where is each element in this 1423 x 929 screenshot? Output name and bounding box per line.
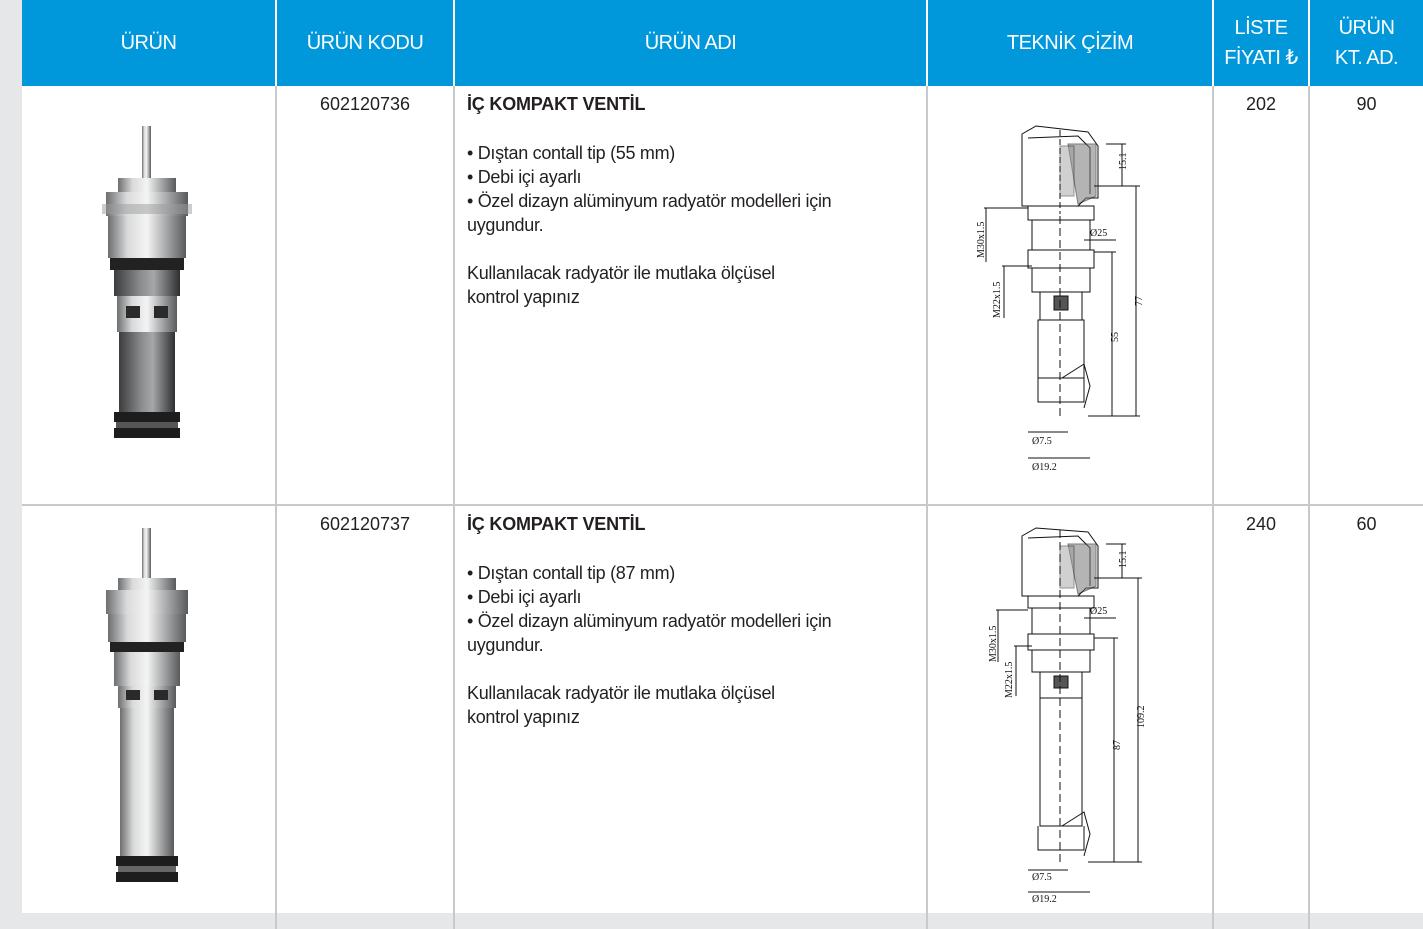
header-price: LİSTE FİYATI ₺ [1213, 0, 1310, 86]
dim-thread1: M30x1.5 [988, 626, 999, 662]
feature-line: • Özel dizayn alüminyum radyatör modelle… [467, 611, 832, 655]
product-name-cell: İÇ KOMPAKT VENTİL • Dıştan contall tip (… [454, 505, 928, 929]
header-drawing: TEKNİK ÇİZİM [927, 0, 1214, 86]
header-price-line1: LİSTE [1234, 17, 1288, 39]
header-price-line2: FİYATI ₺ [1224, 47, 1298, 69]
valve-photo [106, 528, 188, 882]
technical-drawing-cell: 15.1 77 55 Ø25 M30x1.5 [927, 86, 1214, 506]
dim-d75: Ø7.5 [1032, 436, 1052, 447]
dim-len2: 77 [1134, 296, 1145, 306]
header-qty-line2: KT. AD. [1334, 47, 1399, 69]
dim-len2: 109.2 [1136, 706, 1147, 729]
technical-drawing: 15.1 109.2 87 Ø25 M30x1.5 [988, 527, 1147, 905]
table-row: 602120737 İÇ KOMPAKT VENTİL • Dıştan con… [22, 505, 1423, 929]
product-code: 602120737 [319, 514, 411, 534]
dim-thread2: M22x1.5 [992, 282, 1003, 318]
catalog-sheet: ÜRÜN ÜRÜN KODU ÜRÜN ADI TEKNİK ÇİZİM LİS… [22, 0, 1423, 929]
product-photo-cell [22, 86, 277, 506]
list-price: 240 [1245, 514, 1277, 534]
dim-thread1: M30x1.5 [976, 222, 987, 258]
list-price: 202 [1245, 94, 1277, 114]
product-table: ÜRÜN ÜRÜN KODU ÜRÜN ADI TEKNİK ÇİZİM LİS… [22, 0, 1423, 929]
dim-d25: Ø25 [1090, 606, 1107, 617]
header-name: ÜRÜN ADI [454, 0, 928, 86]
box-quantity: 60 [1356, 514, 1377, 534]
product-name: İÇ KOMPAKT VENTİL [467, 94, 646, 114]
dim-d192: Ø19.2 [1032, 462, 1057, 473]
price-cell: 202 [1213, 86, 1310, 506]
dim-top: 15.1 [1118, 551, 1129, 569]
feature-line: • Dıştan contall tip (87 mm) [467, 563, 675, 583]
header-product: ÜRÜN [22, 0, 277, 86]
box-quantity: 90 [1356, 94, 1377, 114]
header-qty-line1: ÜRÜN [1338, 17, 1395, 39]
qty-cell: 90 [1309, 86, 1423, 506]
dim-d75: Ø7.5 [1032, 872, 1052, 883]
feature-line: • Özel dizayn alüminyum radyatör modelle… [467, 191, 832, 235]
dim-len1: 55 [1110, 332, 1121, 342]
technical-drawing-cell: 15.1 109.2 87 Ø25 M30x1.5 [927, 505, 1214, 929]
dim-d25: Ø25 [1090, 228, 1107, 239]
qty-cell: 60 [1309, 505, 1423, 929]
header-qty: ÜRÜN KT. AD. [1309, 0, 1423, 86]
dim-len1: 87 [1112, 740, 1123, 750]
dim-thread2: M22x1.5 [1004, 662, 1015, 698]
product-code: 602120736 [319, 94, 411, 114]
dim-d192: Ø19.2 [1032, 894, 1057, 905]
valve-photo [102, 126, 192, 438]
product-photo-cell [22, 505, 277, 929]
product-code-cell: 602120737 [276, 505, 455, 929]
price-cell: 240 [1213, 505, 1310, 929]
table-header-row: ÜRÜN ÜRÜN KODU ÜRÜN ADI TEKNİK ÇİZİM LİS… [22, 0, 1423, 86]
technical-drawing: 15.1 77 55 Ø25 M30x1.5 [976, 125, 1145, 473]
product-code-cell: 602120736 [276, 86, 455, 506]
table-row: 602120736 İÇ KOMPAKT VENTİL • Dıştan con… [22, 86, 1423, 506]
feature-line: • Debi içi ayarlı [467, 587, 582, 607]
product-name-cell: İÇ KOMPAKT VENTİL • Dıştan contall tip (… [454, 86, 928, 506]
product-note: Kullanılacak radyatör ile mutlaka ölçüse… [467, 263, 775, 307]
feature-line: • Dıştan contall tip (55 mm) [467, 143, 675, 163]
feature-line: • Debi içi ayarlı [467, 167, 582, 187]
product-note: Kullanılacak radyatör ile mutlaka ölçüse… [467, 683, 775, 727]
dim-top: 15.1 [1118, 153, 1129, 171]
product-name: İÇ KOMPAKT VENTİL [467, 514, 646, 534]
header-code: ÜRÜN KODU [276, 0, 455, 86]
